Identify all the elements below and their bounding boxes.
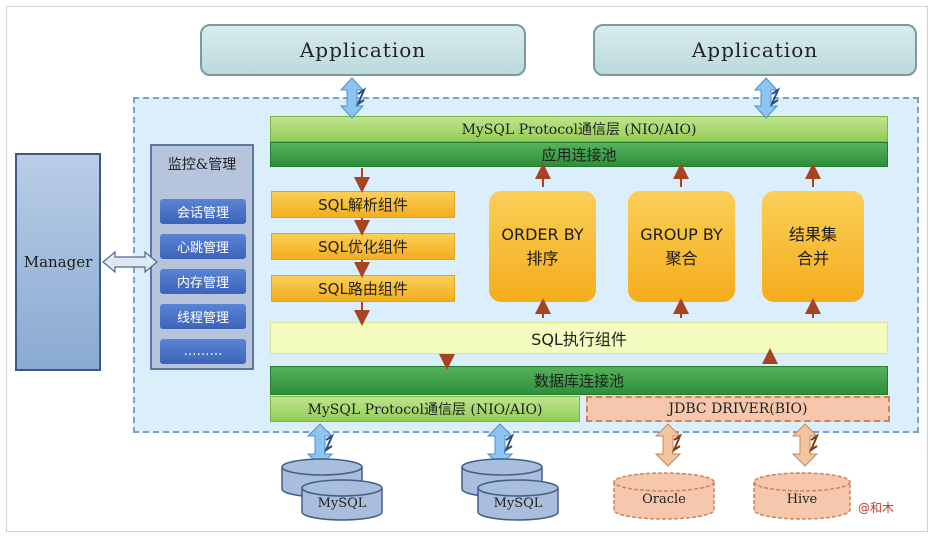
hive-label: Hive — [786, 492, 818, 507]
application-box-right: Application — [593, 24, 917, 76]
mysql-database-icon — [281, 458, 383, 521]
db-link-arrow-oracle — [654, 423, 683, 467]
memory-management-item: 内存管理 — [160, 269, 246, 294]
app-link-arrow-right — [753, 77, 781, 119]
application-label: Application — [691, 38, 819, 62]
mysql-label: MySQL — [493, 496, 543, 511]
mysql-database-icon — [461, 458, 559, 521]
order-by-label: ORDER BY — [501, 224, 584, 244]
result-merge-sub: 合并 — [796, 248, 829, 268]
manager-label: Manager — [23, 253, 93, 271]
mysql-label: MySQL — [317, 496, 367, 511]
group-by-box: GROUP BY 聚合 — [628, 191, 735, 302]
more-items: ……… — [160, 339, 246, 364]
sql-route-component: SQL路由组件 — [271, 275, 455, 302]
protocol-layer-top: MySQL Protocol通信层 (NIO/AIO) — [270, 116, 888, 142]
monitor-title: 监控&管理 — [167, 157, 237, 173]
oracle-label: Oracle — [642, 492, 686, 507]
result-merge-label: 结果集 — [788, 224, 837, 244]
group-by-sub: 聚合 — [665, 248, 698, 268]
oracle-database-icon — [613, 472, 715, 520]
watermark: @和木 — [858, 501, 895, 515]
monitor-panel: 监控&管理 会话管理 心跳管理 内存管理 线程管理 ……… — [150, 144, 254, 370]
sql-optimize-component: SQL优化组件 — [271, 233, 455, 260]
hive-database-icon — [753, 472, 851, 520]
thread-management-item: 线程管理 — [160, 304, 246, 329]
heartbeat-management-item: 心跳管理 — [160, 234, 246, 259]
application-box-left: Application — [200, 24, 526, 76]
manager-box: Manager — [15, 153, 101, 371]
manager-link-arrow — [102, 250, 158, 274]
protocol-layer-bottom: MySQL Protocol通信层 (NIO/AIO) — [270, 396, 580, 422]
group-by-label: GROUP BY — [640, 224, 723, 244]
session-management-item: 会话管理 — [160, 199, 246, 224]
order-by-box: ORDER BY 排序 — [489, 191, 596, 302]
sql-execution-component: SQL执行组件 — [270, 322, 888, 354]
order-by-sub: 排序 — [526, 248, 559, 268]
application-label: Application — [299, 38, 427, 62]
db-connection-pool: 数据库连接池 — [270, 366, 888, 395]
app-connection-pool: 应用连接池 — [270, 142, 888, 167]
db-link-arrow-hive — [791, 423, 820, 467]
result-merge-box: 结果集 合并 — [762, 191, 864, 302]
app-link-arrow-left — [339, 77, 367, 119]
jdbc-driver-layer: JDBC DRIVER(BIO) — [586, 396, 890, 422]
